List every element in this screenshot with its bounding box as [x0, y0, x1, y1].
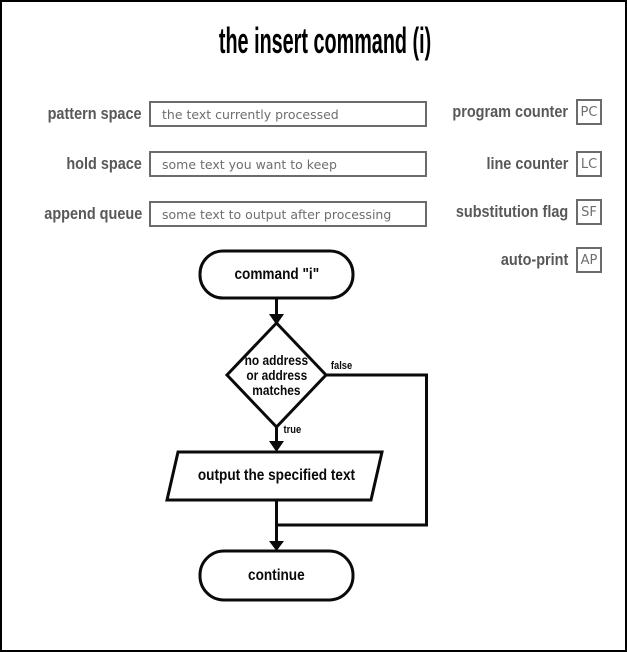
- end-terminator-label: continue: [200, 551, 353, 600]
- hold-space-input[interactable]: some text you want to keep: [149, 151, 427, 177]
- auto-print-box: AP: [576, 247, 602, 273]
- program-counter-label-text: program counter: [452, 102, 568, 121]
- line-counter-box: LC: [576, 151, 602, 177]
- program-counter-label: program counter: [372, 99, 568, 125]
- page-title: the insert command (i): [26, 20, 625, 62]
- decision-line-2: or address: [246, 367, 307, 383]
- arrowhead-into-process: [269, 441, 284, 452]
- append-queue-input[interactable]: some text to output after processing: [149, 201, 427, 227]
- substitution-flag-label: substitution flag: [372, 199, 568, 225]
- true-branch-label: true: [277, 423, 307, 437]
- process-text: output the specified text: [197, 467, 355, 484]
- true-branch-text: true: [283, 424, 301, 436]
- start-terminator-text: command "i": [234, 265, 319, 283]
- line-counter-label: line counter: [372, 151, 568, 177]
- line-counter-label-text: line counter: [486, 154, 568, 173]
- substitution-flag-label-text: substitution flag: [455, 202, 568, 221]
- false-branch-label: false: [320, 359, 364, 373]
- decision-line-3: matches: [252, 382, 301, 398]
- end-terminator-shape: [198, 549, 355, 602]
- process-parallelogram-shape: [165, 450, 384, 502]
- hold-space-label-text: hold space: [66, 154, 142, 173]
- auto-print-label: auto-print: [372, 247, 568, 273]
- pattern-space-input[interactable]: the text currently processed: [149, 101, 427, 127]
- start-terminator-label: command "i": [200, 251, 353, 298]
- append-queue-label: append queue: [22, 201, 142, 227]
- substitution-flag-box: SF: [576, 199, 602, 225]
- arrowhead-into-decision: [269, 314, 284, 325]
- pattern-space-label: pattern space: [22, 101, 142, 127]
- append-queue-label-text: append queue: [44, 204, 142, 223]
- false-branch-text: false: [331, 360, 353, 372]
- hold-space-label: hold space: [22, 151, 142, 177]
- start-terminator-shape: [198, 249, 355, 300]
- pattern-space-label-text: pattern space: [48, 104, 142, 123]
- end-terminator-text: continue: [248, 566, 305, 584]
- decision-diamond-shape: [224, 320, 329, 430]
- decision-line-1: no address: [244, 352, 309, 368]
- page-title-text: the insert command (i): [219, 20, 432, 61]
- arrowhead-into-end: [269, 541, 284, 551]
- auto-print-label-text: auto-print: [500, 250, 568, 269]
- program-counter-box: PC: [576, 99, 602, 125]
- process-label: output the specified text: [174, 452, 378, 500]
- connector-false-branch: [276, 373, 428, 527]
- decision-diamond-label: no address or address matches: [216, 353, 337, 398]
